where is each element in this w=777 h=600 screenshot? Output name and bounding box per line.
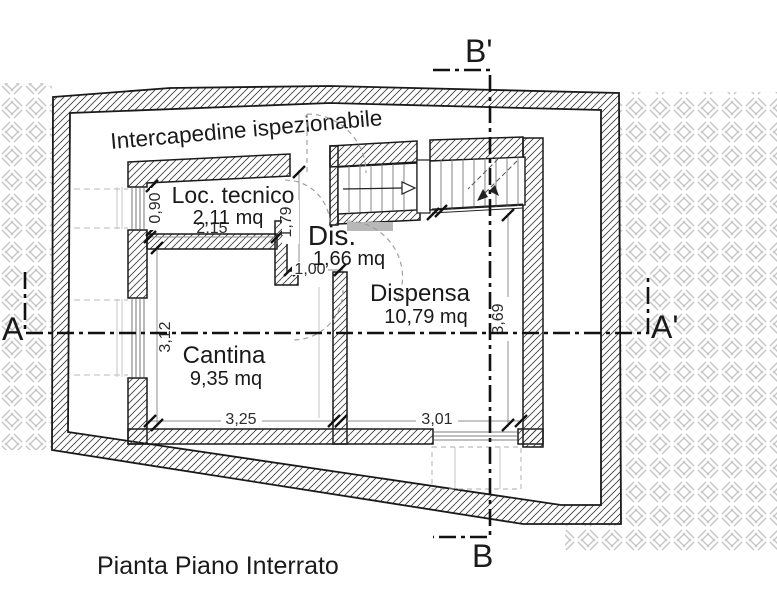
dim-text-3-12: 3,12 (157, 321, 174, 352)
room-area-dispensa: 10,79 mq (384, 306, 467, 328)
soil-hatch-right (565, 92, 777, 552)
dim-text-3-01: 3,01 (421, 411, 452, 428)
stair-down-arrow2-icon (489, 185, 499, 196)
window-well-south-lines (454, 447, 501, 489)
section-line-a (23, 272, 650, 335)
dimensions: 0,90 2,15 1,79 1,00 3,12 3,25 3,01 3,69 (143, 165, 528, 432)
wall-east (522, 137, 544, 448)
soil-hatch-left (0, 83, 52, 450)
dim-text-0-90: 0,90 (147, 192, 164, 223)
dim-text-1-79: 1,79 (278, 206, 295, 237)
stair-down-arrow-icon (477, 189, 488, 201)
room-area-loc-tecnico: 2,11 mq (193, 207, 264, 229)
outer-boundary-wall (51, 85, 622, 525)
section-line-b (433, 68, 492, 539)
wall-south-left (127, 428, 434, 445)
window-well-south (431, 446, 522, 490)
window-west-upper (131, 187, 145, 230)
window-west-lower (131, 298, 145, 378)
doors (284, 113, 404, 341)
room-label-dis: Dis. (308, 220, 356, 251)
dim-text-3-25: 3,25 (225, 411, 256, 428)
stairs (337, 156, 526, 231)
room-labels: Loc. tecnico 2,11 mq Dis. 1,66 mq Dispen… (172, 182, 471, 390)
window-well-west-lines (116, 187, 123, 377)
stair-flight-right (429, 156, 526, 211)
stair-landing-edge (431, 203, 524, 214)
section-label-b-prime: B' (465, 33, 492, 69)
stair-arrow-line (342, 187, 403, 190)
threshold-gray-bar (347, 222, 393, 231)
door-arc-cantina (292, 289, 344, 341)
dim-text-2-15: 2,15 (196, 220, 227, 237)
stair-up-arrow-icon (401, 181, 417, 195)
windows (116, 187, 522, 490)
room-label-loc-tecnico: Loc. tecnico (172, 182, 295, 208)
room-label-dispensa: Dispensa (370, 280, 471, 307)
door-arc-entry (306, 113, 367, 174)
stair-divider-wall (416, 159, 431, 214)
section-lines: A A' B' B (2, 33, 678, 574)
window-south-dispensa (433, 431, 518, 441)
room-area-cantina: 9,35 mq (190, 368, 262, 390)
room-area-dis: 1,66 mq (313, 248, 385, 270)
dim-text-1-00: 1,00 (294, 261, 325, 278)
page-title: Pianta Piano Interrato (97, 552, 339, 580)
section-label-a-prime: A' (651, 309, 678, 345)
wall-stair-west (329, 145, 339, 226)
section-label-a: A (2, 311, 24, 347)
wall-loc-tecnico-north (127, 153, 291, 188)
section-label-b: B (472, 538, 493, 574)
room-label-cantina: Cantina (183, 342, 266, 369)
door-arc-dispensa (346, 220, 404, 306)
cavity-reference-lines (74, 188, 128, 376)
stair-break-lines (467, 158, 518, 200)
dim-text-3-69: 3,69 (490, 303, 507, 334)
wall-west-mid (127, 229, 148, 299)
